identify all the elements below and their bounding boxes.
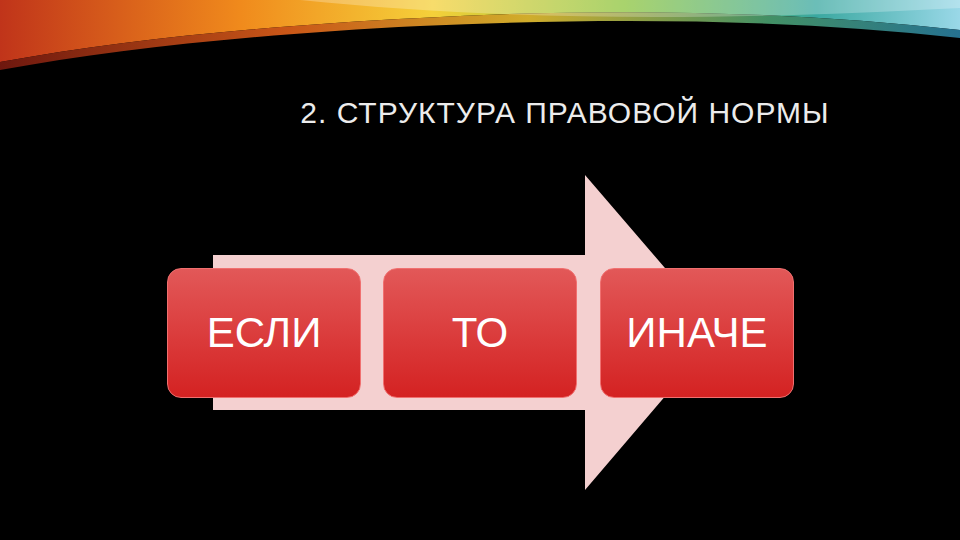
process-box: ЕСЛИ xyxy=(167,268,361,398)
box-label: ТО xyxy=(452,309,508,357)
top-swoosh xyxy=(0,0,960,62)
top-swoosh-band xyxy=(0,12,960,70)
box-label: ИНАЧЕ xyxy=(626,309,767,357)
slide-title: 2. СТРУКТУРА ПРАВОВОЙ НОРМЫ xyxy=(200,96,930,130)
box-label: ЕСЛИ xyxy=(207,309,322,357)
top-swoosh-highlight xyxy=(300,0,960,17)
process-box: ИНАЧЕ xyxy=(600,268,794,398)
process-box: ТО xyxy=(383,268,577,398)
